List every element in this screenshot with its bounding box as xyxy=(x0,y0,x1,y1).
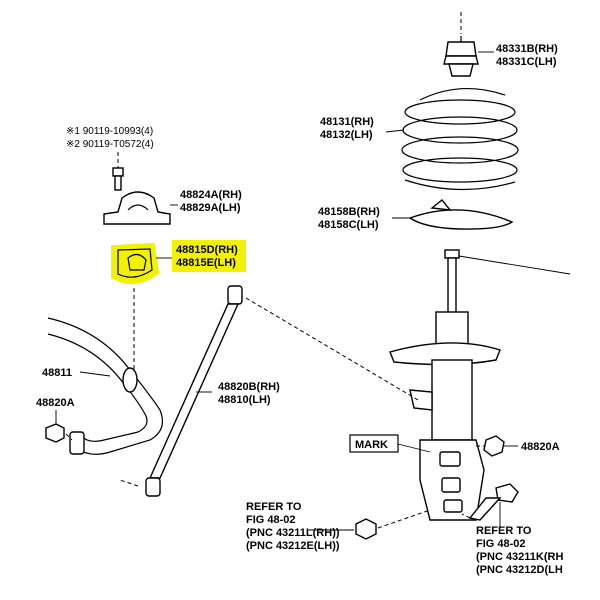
nut-48820a-left[interactable] xyxy=(45,410,65,443)
mark-label: MARK xyxy=(355,439,388,451)
spring-insulator[interactable] xyxy=(392,199,514,230)
nut-48820a-right[interactable] xyxy=(483,435,518,457)
label-48820a-right: 48820A xyxy=(521,441,560,453)
bracket-bolt[interactable] xyxy=(112,152,124,191)
bushing-label-highlight xyxy=(172,240,246,272)
bolt-note-2: ※2 90119-T0572(4) xyxy=(66,139,154,150)
label-48331-rh: 48331B(RH) xyxy=(496,43,558,55)
knuckle-nut-left[interactable] xyxy=(355,518,377,540)
refer-left-1: REFER TO xyxy=(246,501,302,513)
label-48132-lh: 48132(LH) xyxy=(320,129,373,141)
strut-mount-cushion[interactable] xyxy=(443,12,494,77)
label-48331-lh: 48331C(LH) xyxy=(496,56,557,68)
stabilizer-bar[interactable] xyxy=(47,317,163,455)
knuckle-bolt-right[interactable] xyxy=(468,483,519,521)
refer-right-3: (PNC 43211K(RH xyxy=(476,551,563,563)
refer-right-1: REFER TO xyxy=(476,525,532,537)
label-48829a-lh: 48829A(LH) xyxy=(180,202,241,214)
label-48158b-rh: 48158B(RH) xyxy=(318,206,380,218)
mark-box xyxy=(349,434,399,453)
refer-left-4: (PNC 43212E(LH)) xyxy=(246,540,340,552)
label-48815e-lh: 48815E(LH) xyxy=(176,257,236,269)
stabilizer-bracket[interactable] xyxy=(103,191,178,225)
refer-left-2: FIG 48-02 xyxy=(246,514,296,526)
refer-left-3: (PNC 43211L(RH)) xyxy=(246,527,340,539)
label-48811: 48811 xyxy=(42,367,72,379)
refer-right-4: (PNC 43212D(LH xyxy=(476,564,563,576)
coil-spring[interactable] xyxy=(385,88,519,191)
bolt-note-1: ※1 90119-10993(4) xyxy=(66,126,153,137)
stabilizer-link[interactable] xyxy=(145,285,243,497)
refer-right-2: FIG 48-02 xyxy=(476,538,526,550)
label-48810-lh: 48810(LH) xyxy=(218,394,271,406)
label-48131-rh: 48131(RH) xyxy=(320,116,374,128)
label-48824a-rh: 48824A(RH) xyxy=(180,189,242,201)
stabilizer-bushing[interactable] xyxy=(111,242,172,285)
label-48158c-lh: 48158C(LH) xyxy=(318,219,379,231)
label-48815d-rh: 48815D(RH) xyxy=(176,244,238,256)
label-48820a-left: 48820A xyxy=(36,397,75,409)
label-48820b-rh: 48820B(RH) xyxy=(218,381,280,393)
shock-absorber[interactable] xyxy=(389,249,571,521)
